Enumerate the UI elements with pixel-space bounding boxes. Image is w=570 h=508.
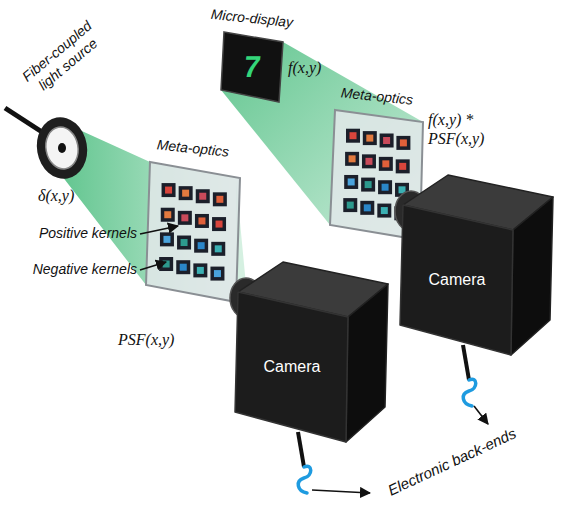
kernel [362,154,376,168]
source-label: Fiber-coupled light source [11,11,113,104]
camera-label: Camera [408,260,506,300]
meta-optics-panel: Meta-optics [146,162,240,302]
kernel [345,152,359,166]
kernel [195,214,209,228]
kernel [360,201,374,215]
kernel [162,183,176,197]
kernel [343,198,357,212]
part-heading: Micro-display [210,6,294,31]
kernel [213,192,227,206]
backend-label: Electronic back-ends [380,422,524,502]
kernel [176,260,190,274]
meta-optics-panel: Meta-optics [330,110,423,240]
kernel [344,175,358,189]
part-heading: Meta-optics [156,136,230,159]
kernel [161,208,175,222]
output-function: PSF(x,y) [118,330,198,349]
kernel-label: Negative kernels [5,261,137,278]
camera-label: Camera [243,347,341,387]
kernel [193,263,207,277]
input-function: f(x,y) [288,58,348,77]
kernel [194,239,208,253]
micro-display: Micro-display7 [221,32,283,102]
kernel-label: Positive kernels [5,225,137,242]
kernel [196,189,210,203]
kernel [396,136,410,150]
camera-box: Camera [243,347,341,387]
kernel [160,232,174,246]
kernel [346,129,360,143]
kernel [363,131,377,145]
kernel [361,178,375,192]
kernel [177,236,191,250]
kernel [378,180,392,194]
kernel [212,217,226,231]
kernel [379,157,393,171]
camera-box: Camera [408,260,506,300]
kernel [211,242,225,256]
kernel [210,267,224,281]
kernel [377,204,391,218]
kernel [380,133,394,147]
output-function: f(x,y) * PSF(x,y) [428,110,496,148]
kernel [179,186,193,200]
kernel [396,159,410,173]
input-function: δ(x,y) [38,186,98,205]
displayed-digit: 7 [216,32,288,102]
kernel [178,211,192,225]
